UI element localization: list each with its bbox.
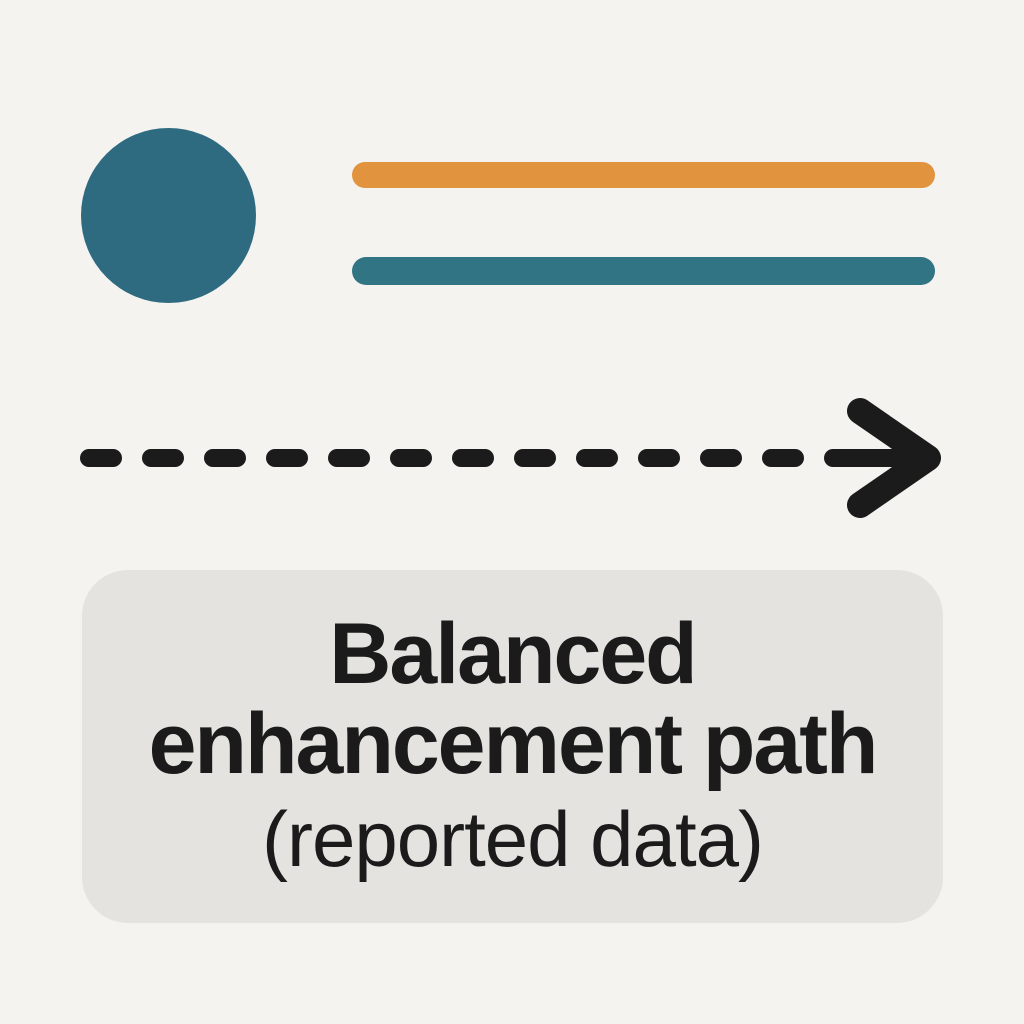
arrow-head <box>847 398 941 518</box>
label-title: Balanced enhancement path <box>148 606 879 792</box>
teal-circle-marker-icon <box>81 128 256 303</box>
teal-line <box>352 257 935 285</box>
dashed-arrow-icon <box>80 398 941 518</box>
orange-line <box>352 162 935 188</box>
label-subtitle: (reported data) <box>262 795 764 884</box>
label-box: Balanced enhancement path (reported data… <box>82 570 943 923</box>
